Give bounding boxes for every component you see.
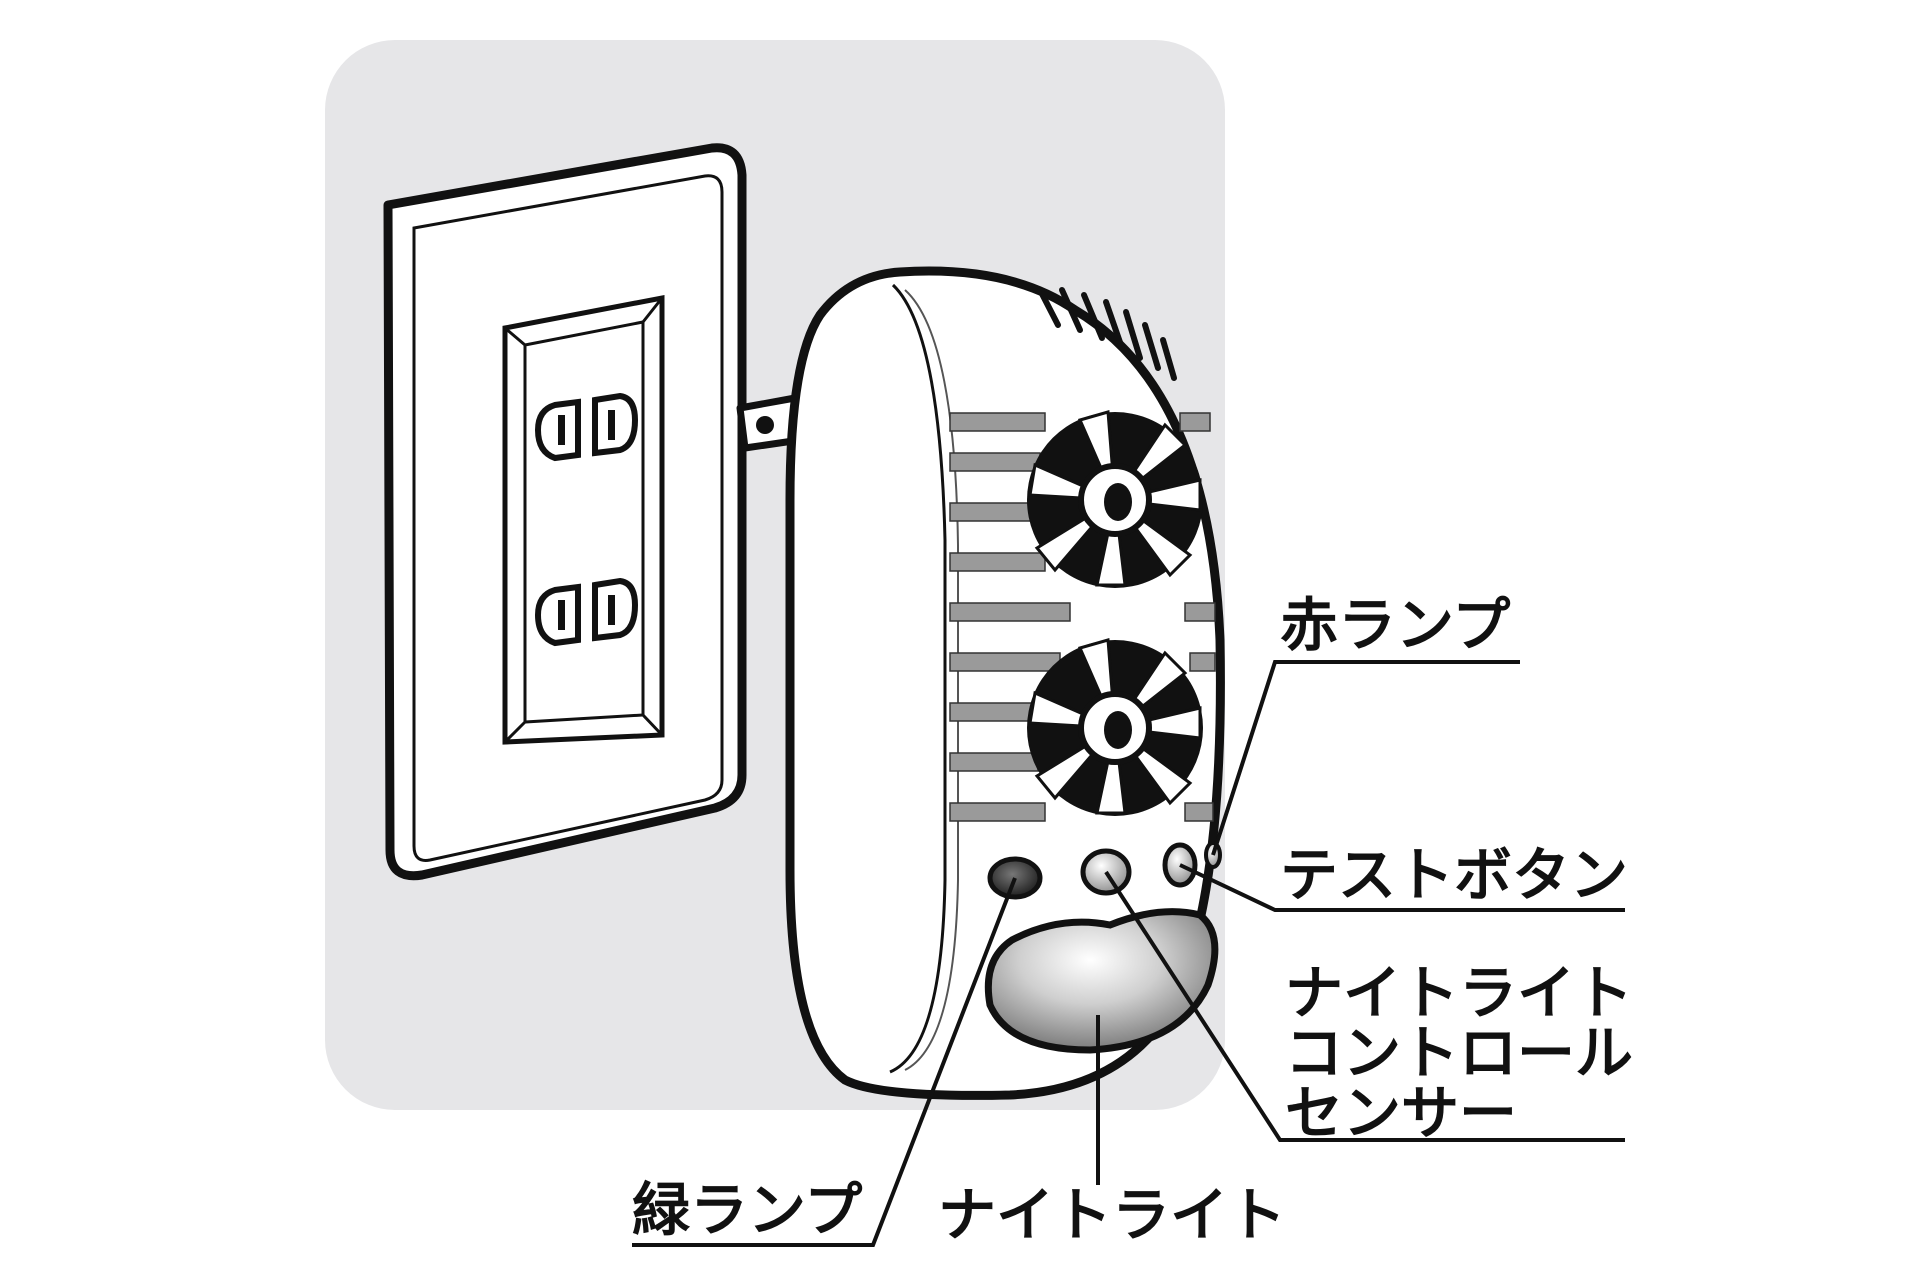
lower-socket xyxy=(534,577,639,647)
side-vent-bars xyxy=(949,412,1216,822)
plug-prong xyxy=(736,394,804,452)
upper-fan xyxy=(1027,410,1203,588)
wall-outlet-plate xyxy=(383,143,747,881)
label-test-button: テストボタン xyxy=(1280,841,1628,909)
leader-test-button xyxy=(1179,863,1625,912)
label-night-light: ナイトライト xyxy=(938,1181,1286,1249)
night-light-lens xyxy=(984,908,1219,1054)
upper-socket xyxy=(534,392,639,462)
leader-red-lamp xyxy=(1211,660,1520,856)
label-sensor-line2: コントロール xyxy=(1285,1019,1633,1087)
top-vent xyxy=(1037,287,1177,381)
label-green-lamp: 緑ランプ xyxy=(632,1176,862,1244)
lower-fan xyxy=(1027,638,1203,816)
label-sensor-line3: センサー xyxy=(1285,1079,1517,1147)
leader-green-lamp xyxy=(632,877,1017,1247)
leader-lines xyxy=(632,660,1625,1247)
repeller-device xyxy=(785,266,1225,1100)
leader-sensor xyxy=(1104,870,1625,1142)
label-sensor-line1: ナイトライト xyxy=(1285,959,1633,1027)
label-red-lamp: 赤ランプ xyxy=(1280,591,1510,659)
